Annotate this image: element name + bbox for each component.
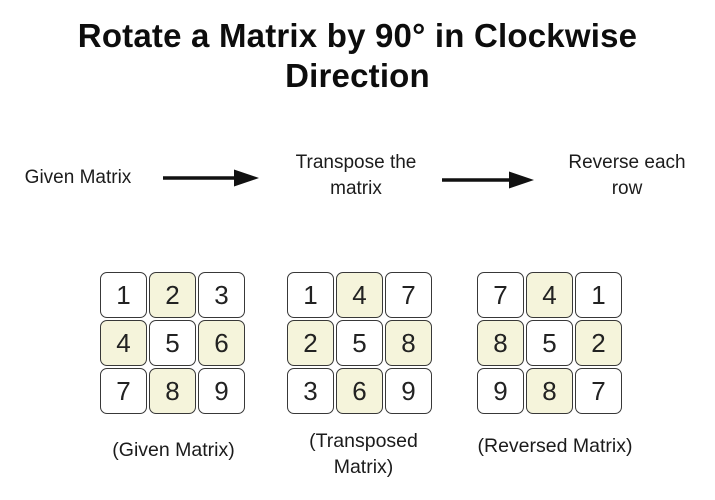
matrix-cell: 5: [149, 320, 196, 366]
matrix-cell: 6: [198, 320, 245, 366]
matrix-cell: 4: [526, 272, 573, 318]
arrow-right-icon: [163, 169, 259, 187]
matrix-cell: 7: [477, 272, 524, 318]
matrix-cell: 9: [198, 368, 245, 414]
flow-step-given-matrix-label: Given Matrix: [24, 167, 132, 188]
matrix-cell: 3: [287, 368, 334, 414]
matrix-cell: 1: [575, 272, 622, 318]
matrix-cell: 5: [336, 320, 383, 366]
matrix-cell: 1: [287, 272, 334, 318]
flow-step-transpose-label: Transpose the matrix: [295, 152, 417, 199]
matrix-cell: 1: [100, 272, 147, 318]
matrix-cell: 8: [477, 320, 524, 366]
matrix-cell: 4: [336, 272, 383, 318]
matrix-cell: 6: [336, 368, 383, 414]
page-title: Rotate a Matrix by 90° in Clockwise Dire…: [77, 17, 638, 94]
matrix-cell: 7: [385, 272, 432, 318]
matrix-cell: 4: [100, 320, 147, 366]
matrix-cell: 3: [198, 272, 245, 318]
matrix-cell: 8: [149, 368, 196, 414]
matrix-cell: 9: [477, 368, 524, 414]
matrix-cell: 8: [385, 320, 432, 366]
matrix-cell: 5: [526, 320, 573, 366]
matrix-cell: 8: [526, 368, 573, 414]
matrix-cell: 2: [287, 320, 334, 366]
flow-step-reverse-label: Reverse each row: [568, 152, 686, 199]
matrix-cell: 2: [149, 272, 196, 318]
arrow-right-icon: [442, 171, 534, 189]
matrix-cell: 9: [385, 368, 432, 414]
matrix-cell: 2: [575, 320, 622, 366]
caption-given-matrix: (Given Matrix): [112, 439, 235, 461]
matrix-cell: 7: [100, 368, 147, 414]
caption-reversed-matrix: (Reversed Matrix): [477, 435, 633, 457]
caption-transposed-matrix: (Transposed Matrix): [309, 430, 418, 478]
matrix-cell: 7: [575, 368, 622, 414]
